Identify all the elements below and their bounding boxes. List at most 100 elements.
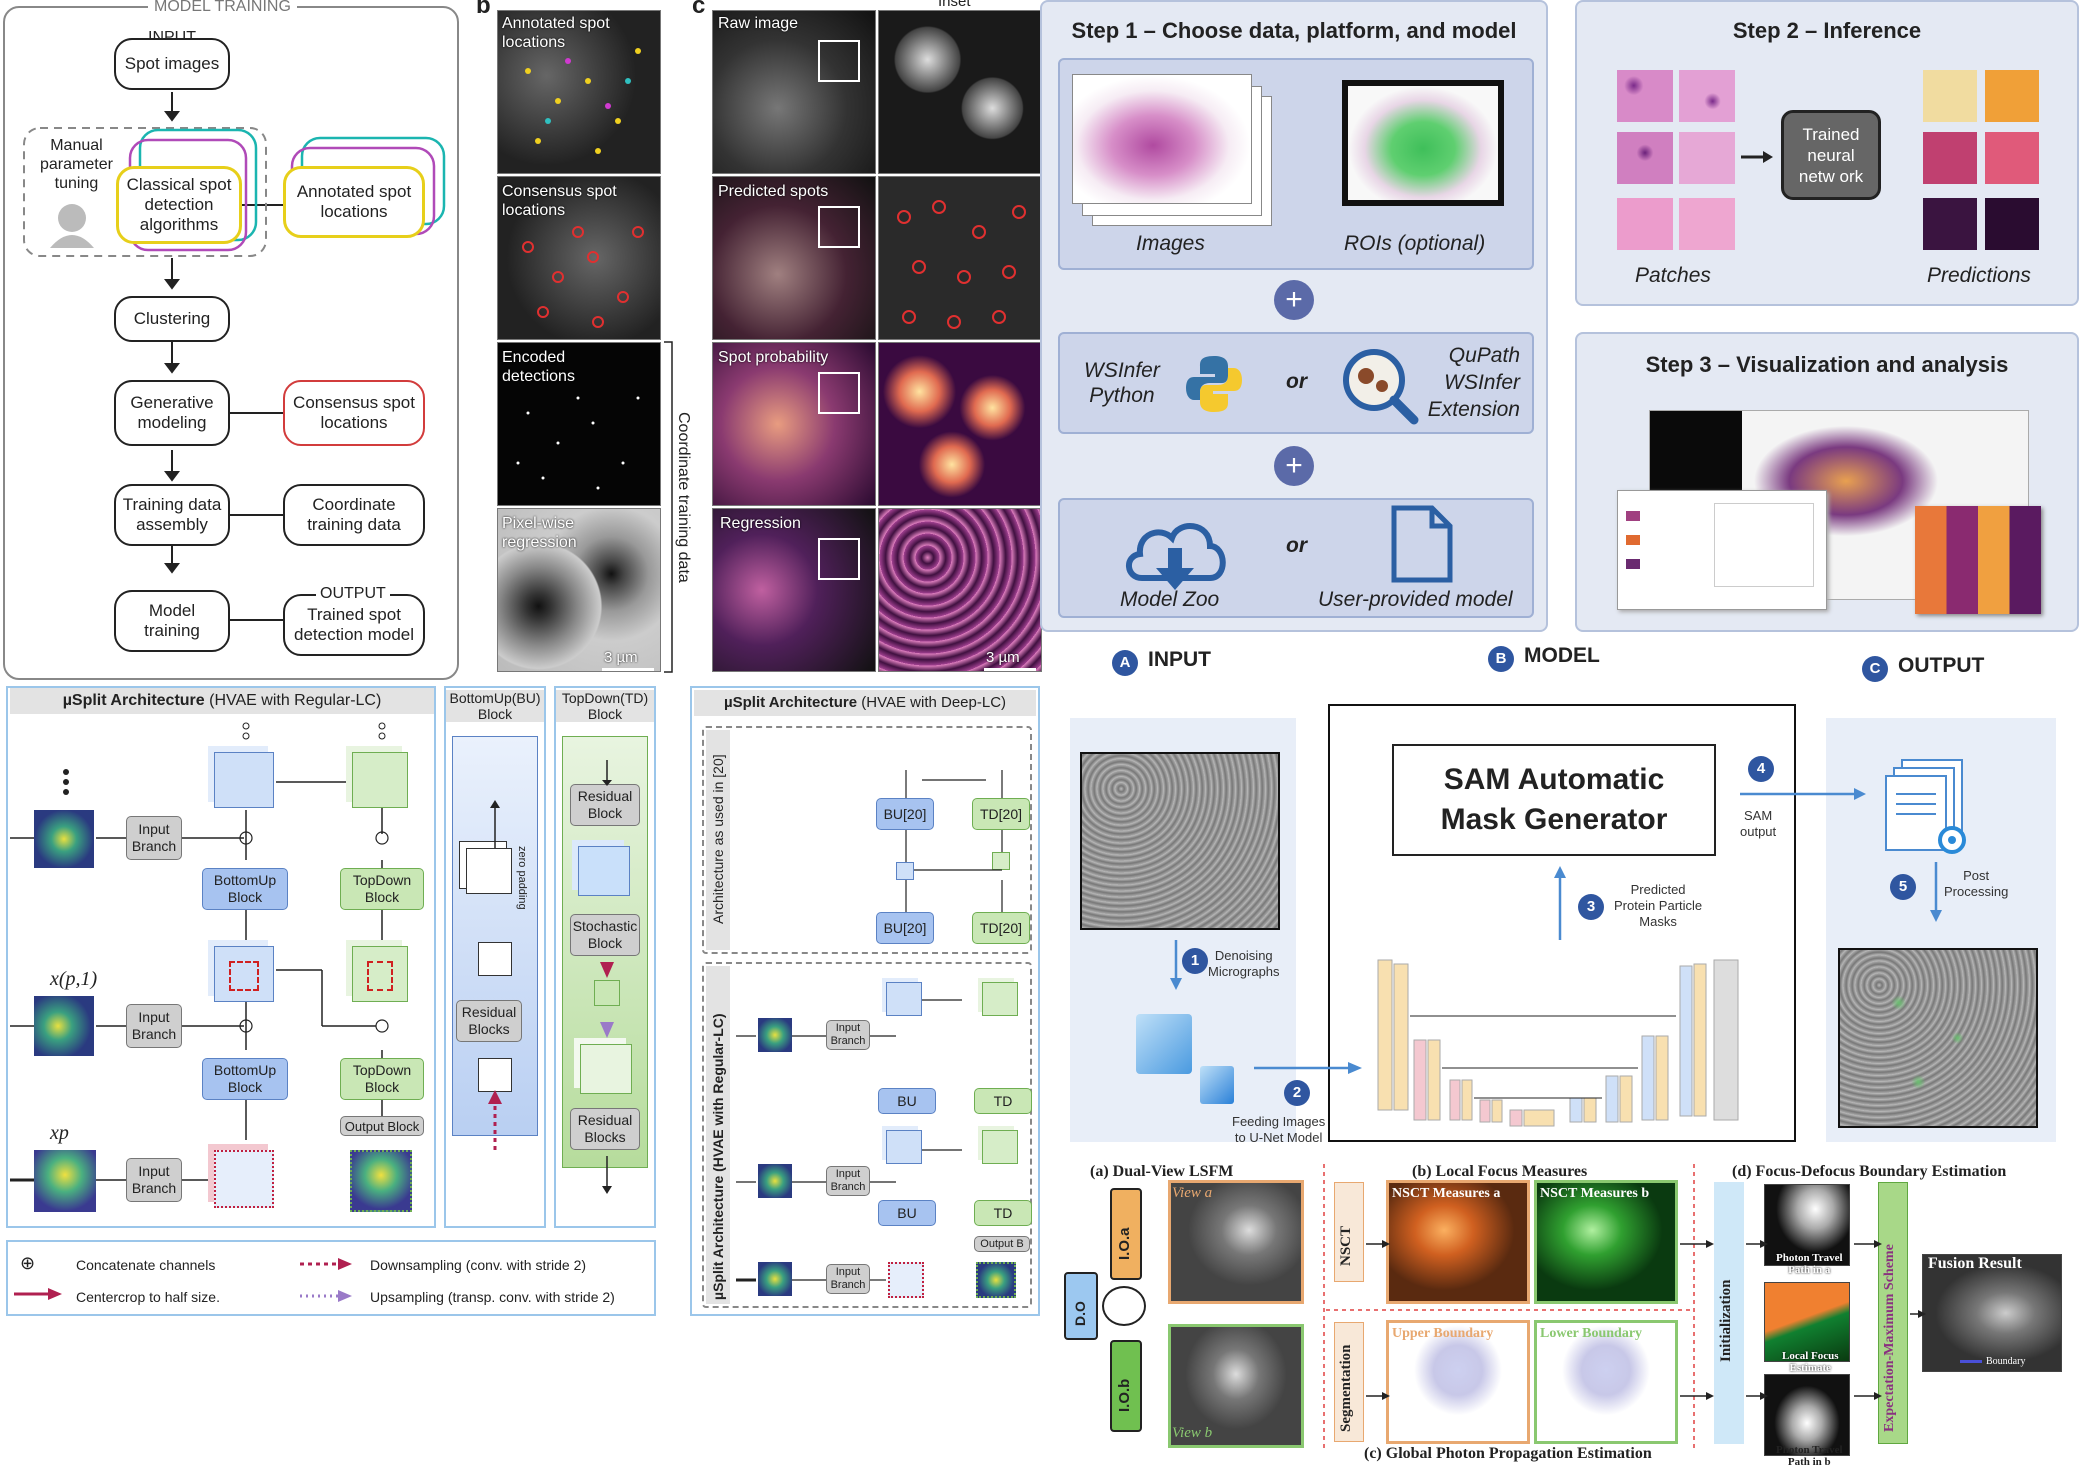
input-branch-1: Input Branch	[126, 816, 182, 860]
data-selection-box: Images ROIs (optional)	[1058, 58, 1534, 270]
post-processing-label: Post Processing	[1944, 868, 2009, 899]
step-badge-5: 5	[1890, 874, 1916, 900]
predicted-spots-inset	[878, 176, 1042, 340]
deep-input-branch-1: Input Branch	[826, 1020, 870, 1050]
patch-4	[1679, 132, 1735, 184]
inset-marker-2	[818, 206, 860, 248]
patch-5	[1617, 198, 1673, 250]
legend-concat: Concatenate channels	[76, 1257, 216, 1273]
boundary-legend-label: Boundary	[1986, 1356, 2026, 1367]
encoded-detections-label: Encoded detections	[502, 349, 575, 385]
usplit-deep-title: µSplit Architecture (HVAE with Deep-LC)	[694, 690, 1036, 716]
output-b-block: Output B	[974, 1236, 1030, 1252]
bu20-block-1: BU[20]	[876, 798, 934, 830]
sam-output-label: SAM output	[1740, 808, 1777, 839]
legend-down-arrow	[300, 1258, 352, 1270]
spot-probability-tile	[712, 342, 876, 506]
documents-gear-icon	[1885, 759, 1966, 854]
view-b-label: View b	[1172, 1425, 1213, 1441]
x-p1-label: x(p,1)	[50, 968, 98, 990]
sam-output-badge: C	[1862, 656, 1888, 682]
wsinfer-python-label: WSInfer Python	[1084, 359, 1160, 407]
step-badge-1: 1	[1182, 948, 1208, 974]
deep-input-branch-2: Input Branch	[826, 1166, 870, 1196]
step2-box: Step 2 – Inference Trained neural netw o…	[1575, 0, 2079, 306]
photon-path-a-label: Photon Travel Path in a	[1776, 1252, 1843, 1276]
step-badge-4: 4	[1748, 756, 1774, 782]
image-icon-2	[1200, 1066, 1234, 1104]
td-stochastic-block: Stochastic Block	[570, 914, 640, 956]
annotated-spots-label: Annotated spot locations	[502, 15, 610, 51]
predicted-masks-label: Predicted Protein Particle Masks	[1614, 882, 1703, 929]
sam-model-badge: B	[1488, 646, 1514, 672]
predicted-spots-tile	[712, 176, 876, 340]
td20-block-2: TD[20]	[972, 912, 1030, 944]
usplit-deep-side-bar-bottom	[706, 966, 730, 1304]
do-tube	[1064, 1272, 1098, 1340]
heatmap-inset	[1915, 506, 2041, 614]
training-assembly-node: Training data assembly	[114, 484, 230, 546]
legend-concat-symbol: ⊕	[20, 1253, 36, 1273]
bu-block-title: BottomUp(BU) Block	[446, 690, 544, 722]
inset-marker-1	[818, 40, 860, 82]
coordinate-training-side-label: Coordinate training data	[675, 412, 692, 583]
prediction-4	[1985, 132, 2039, 184]
bottomup-block-1: BottomUp Block	[202, 868, 288, 910]
td-block-title: TopDown(TD) Block	[556, 690, 654, 722]
panel-a-connectors	[23, 92, 446, 621]
usplit-deep-title-rest: (HVAE with Deep-LC)	[857, 694, 1007, 711]
prediction-5	[1923, 198, 1977, 250]
generative-node: Generative modeling	[114, 380, 230, 446]
photon-path-b	[1764, 1374, 1850, 1456]
do-label: D.O	[1072, 1301, 1088, 1326]
usplit-deep-panel	[690, 686, 1040, 1316]
photon-path-a	[1764, 1184, 1850, 1266]
cloud-download-icon	[1126, 523, 1226, 590]
em-scheme-box	[1878, 1182, 1908, 1444]
bottomup-block-2: BottomUp Block	[202, 1058, 288, 1100]
input-branch-3: Input Branch	[126, 1158, 182, 1202]
coordinate-bracket	[664, 341, 673, 673]
manual-tuning-label: Manual parameter tuning	[40, 137, 113, 192]
usplit-deep-bottom-region	[702, 962, 1032, 1308]
io-a-tube	[1110, 1188, 1142, 1280]
usplit-regular-title-rest: (HVAE with Regular-LC)	[204, 692, 382, 709]
pixelwise-regression-label: Pixel-wise regression	[502, 515, 577, 551]
nsct-measures-a-label: NSCT Measures a	[1392, 1186, 1501, 1201]
bu-residual-blocks: Residual Blocks	[456, 1000, 522, 1042]
td-output-feature	[350, 1150, 412, 1212]
deep-bu-feature-low	[886, 1130, 922, 1164]
segmentation-box	[1334, 1322, 1364, 1442]
input-image-1	[34, 810, 94, 868]
clustering-node: Clustering	[114, 296, 230, 342]
step3-title: Step 3 – Visualization and analysis	[1645, 352, 2009, 377]
bu-feature-1	[214, 752, 274, 808]
td-block-stack-1	[578, 846, 630, 896]
user-model-label: User-provided model	[1318, 588, 1513, 611]
raw-image-tile	[712, 10, 876, 174]
bu-feature-3	[214, 1150, 274, 1208]
usplit-deep-title-bold: µSplit Architecture	[723, 694, 858, 711]
inset-marker-4	[818, 538, 860, 580]
legend-crop-arrow	[14, 1288, 62, 1300]
denoising-label: Denoising Micrographs	[1208, 948, 1280, 979]
nsct-measures-b-label: NSCT Measures b	[1540, 1186, 1650, 1201]
deep-td-feature-low	[982, 1130, 1018, 1164]
bu-block-deep-1: BU	[878, 1088, 936, 1114]
encoded-detections-image	[497, 342, 661, 506]
sam-model-frame	[1328, 704, 1796, 1142]
slide-image	[1072, 74, 1252, 204]
or-label-1: or	[1286, 370, 1307, 393]
td20-block-1: TD[20]	[972, 798, 1030, 830]
spot-images-node: Spot images	[114, 38, 230, 90]
td-block-deep-1: TD	[974, 1088, 1032, 1114]
bu-block-arrows	[488, 800, 502, 1150]
usplit-regular-title-bold: µSplit Architecture	[62, 692, 205, 709]
td-feature-1	[352, 752, 408, 808]
model-source-box: or Model Zoo User-provided model	[1058, 498, 1534, 618]
image-icon-1	[1136, 1014, 1192, 1074]
bu20-block-2: BU[20]	[876, 912, 934, 944]
nsct-measures-a	[1386, 1180, 1530, 1304]
step1-box: Step 1 – Choose data, platform, and mode…	[1040, 0, 1548, 632]
usplit-legend	[6, 1240, 656, 1316]
